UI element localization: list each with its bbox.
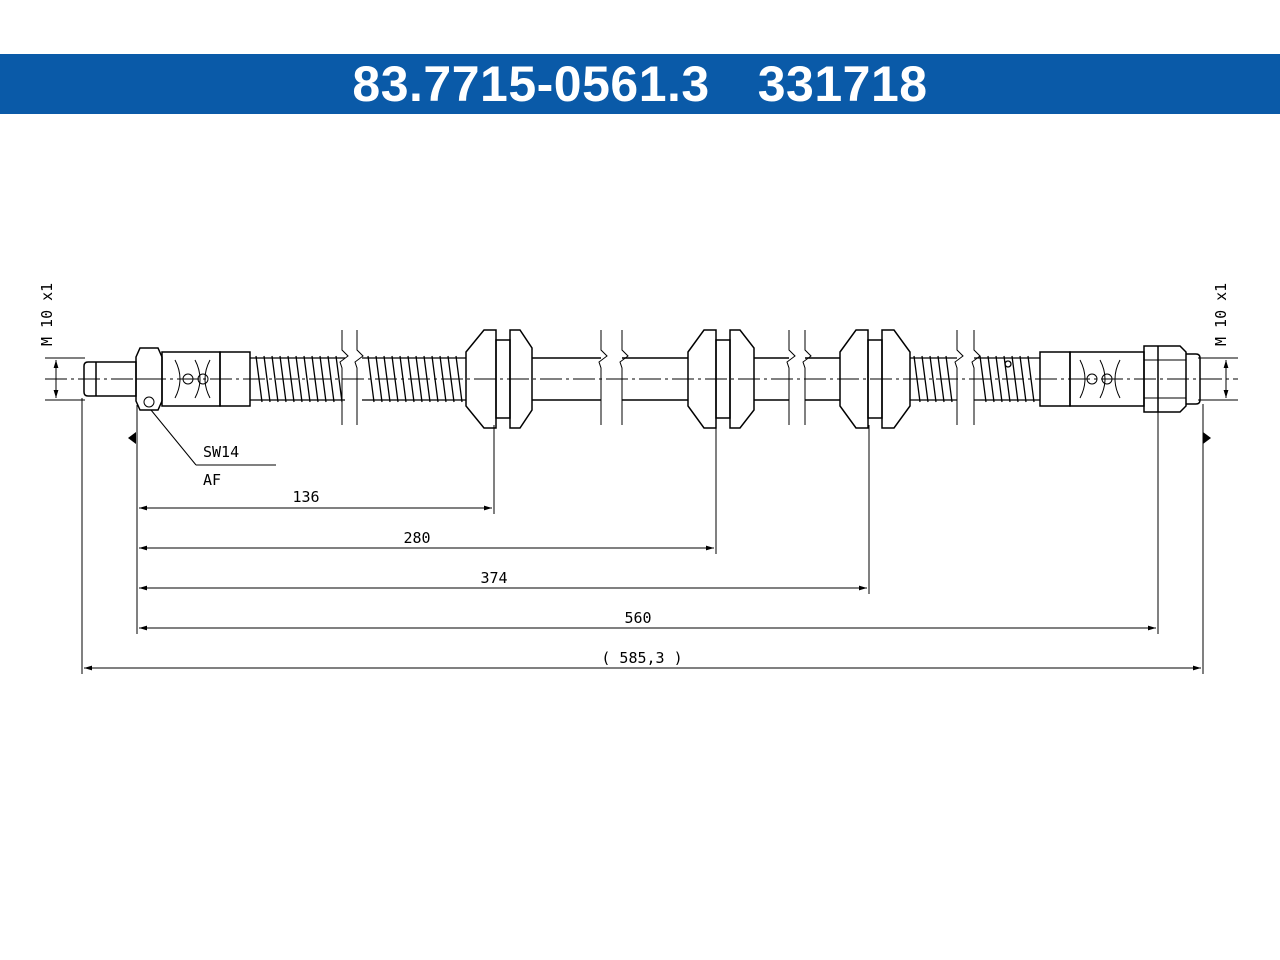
right-spring-coil bbox=[910, 355, 1040, 403]
left-thread-dimension bbox=[45, 357, 85, 401]
left-fitting bbox=[83, 347, 251, 411]
wrench-size-label: SW14 bbox=[203, 443, 239, 461]
right-thread-dimension bbox=[1198, 357, 1238, 401]
right-thread-label: M 10 x1 bbox=[1212, 283, 1230, 346]
wrench-size-leader bbox=[150, 409, 276, 466]
dimension-lines bbox=[84, 505, 1201, 671]
dimension-overall: ( 585,3 ) bbox=[601, 649, 682, 667]
grommet-1 bbox=[465, 329, 533, 429]
title-bar: 83.7715-0561.3 331718 bbox=[0, 54, 1280, 114]
right-datum-mark bbox=[1203, 432, 1211, 444]
dimension-560: 560 bbox=[624, 609, 651, 627]
dimension-374: 374 bbox=[480, 569, 507, 587]
dimension-136: 136 bbox=[292, 488, 319, 506]
part-number: 83.7715-0561.3 bbox=[352, 56, 710, 112]
grommet-3 bbox=[839, 329, 911, 429]
left-spring-coil bbox=[250, 355, 466, 403]
reference-number: 331718 bbox=[757, 56, 928, 112]
dimension-280: 280 bbox=[403, 529, 430, 547]
left-thread-label: M 10 x1 bbox=[38, 283, 56, 346]
left-datum-mark bbox=[128, 432, 136, 444]
hose-body bbox=[532, 357, 840, 401]
break-marks bbox=[339, 330, 981, 425]
extension-lines bbox=[81, 398, 1204, 674]
right-fitting bbox=[1039, 345, 1201, 413]
wrench-size-alt-label: AF bbox=[203, 471, 221, 489]
